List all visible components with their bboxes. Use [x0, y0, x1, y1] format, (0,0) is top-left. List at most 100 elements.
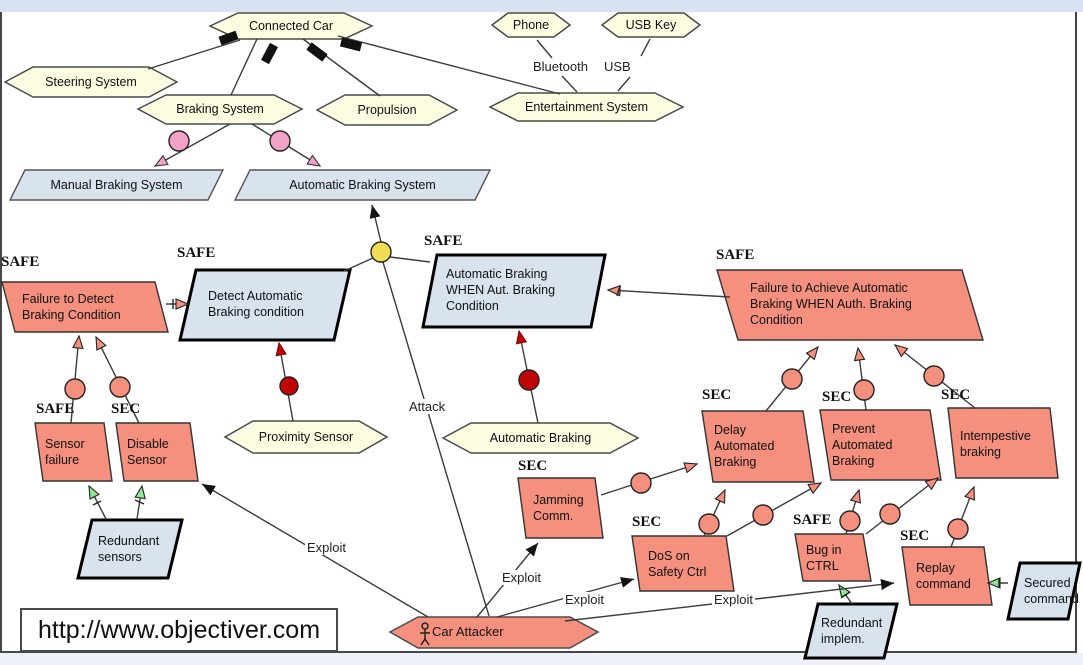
stereo-sec-disable: SEC — [111, 401, 141, 417]
obstruct-when — [606, 284, 731, 298]
link-phone-b — [561, 75, 578, 93]
node-sensor-failure[interactable]: Sensor failure — [45, 436, 85, 467]
and-circle — [947, 518, 969, 540]
node-steering-system[interactable]: Steering System — [45, 74, 137, 89]
stereo-sec-dos: SEC — [632, 514, 662, 530]
node-delay-braking[interactable]: Delay Automated Braking — [714, 422, 775, 470]
link-cc-entertainment — [337, 35, 561, 95]
agent-hexagons — [3, 12, 702, 649]
node-braking-when[interactable]: Automatic Braking WHEN Aut. Braking Cond… — [446, 266, 556, 314]
node-manual-braking[interactable]: Manual Braking System — [50, 177, 183, 192]
and-circle — [64, 378, 86, 400]
node-phone[interactable]: Phone — [512, 17, 550, 32]
link-cc-braking — [230, 38, 258, 96]
entertainment-shape — [488, 92, 685, 122]
node-propulsion[interactable]: Propulsion — [357, 102, 417, 117]
and-circle — [879, 503, 901, 525]
edge-label-attack: Attack — [407, 399, 448, 414]
attack-line — [382, 261, 490, 617]
top-strip — [0, 0, 1083, 12]
and-circle — [923, 365, 945, 387]
stereo-sec-delay: SEC — [702, 387, 732, 403]
stereo-sec-replay: SEC — [900, 528, 930, 544]
and-circle — [853, 379, 875, 401]
dos-safety-shape — [631, 535, 735, 592]
edge-label-exploit-4: Exploit — [712, 592, 756, 607]
node-entertainment-system[interactable]: Entertainment System — [525, 99, 648, 114]
ref-prevent-failure — [853, 346, 867, 411]
node-failure-detect[interactable]: Failure to Detect Braking Condition — [22, 291, 121, 322]
node-intempestive-braking[interactable]: Intempestive braking — [960, 428, 1031, 459]
intempestive-braking-shape — [947, 407, 1059, 479]
node-redundant-sensors[interactable]: Redundant sensors — [98, 533, 160, 564]
detect-condition-shape — [178, 268, 352, 342]
watermark-url: http://www.objectiver.com — [20, 608, 338, 652]
manual-braking-shape — [8, 169, 225, 201]
stereo-safe-failure-detect: SAFE — [1, 254, 40, 270]
node-replay-command[interactable]: Replay command — [916, 560, 971, 591]
sensor-failure-shape — [34, 422, 113, 482]
and-circle — [839, 510, 861, 532]
node-failure-achieve[interactable]: Failure to Achieve Automatic Braking WHE… — [750, 280, 912, 328]
car-attacker-shape — [388, 616, 600, 649]
automatic-braking-goal-shape — [233, 169, 492, 201]
node-redundant-implem[interactable]: Redundant implem. — [821, 615, 883, 646]
and-circle-red — [279, 376, 299, 396]
and-circle — [109, 376, 131, 398]
propulsion-shape — [315, 94, 459, 126]
braking-system-shape — [136, 94, 304, 125]
node-disable-sensor[interactable]: Disable Sensor — [127, 436, 169, 467]
ref-dos-prevent — [726, 482, 823, 537]
node-dos-safety[interactable]: DoS on Safety Ctrl — [648, 548, 707, 579]
edge-label-exploit-2: Exploit — [500, 570, 544, 585]
secured-command-shape — [1006, 561, 1082, 621]
node-braking-system[interactable]: Braking System — [176, 102, 264, 117]
and-circle — [752, 504, 774, 526]
node-proximity-sensor[interactable]: Proximity Sensor — [258, 429, 354, 444]
bug-ctrl-shape — [794, 533, 872, 582]
node-jamming[interactable]: Jamming Comm. — [533, 492, 584, 523]
automatic-braking-agent-shape — [441, 422, 640, 454]
and-circle — [698, 513, 720, 535]
node-usb-key[interactable]: USB Key — [625, 17, 677, 32]
junction-circles — [64, 130, 969, 540]
frame-bottom-edge — [0, 651, 1077, 653]
proximity-sensor-shape — [223, 420, 389, 454]
node-connected-car[interactable]: Connected Car — [248, 18, 334, 33]
disable-sensor-shape — [115, 422, 199, 482]
redundant-implem-shape — [803, 602, 899, 660]
goal-parallelograms — [8, 169, 492, 201]
edge-label-exploit-1: Exploit — [305, 540, 349, 555]
replay-command-shape — [901, 546, 993, 606]
node-prevent-braking[interactable]: Prevent Automated Braking — [832, 421, 893, 469]
tick-marks — [92, 285, 1000, 598]
obstacle-parallelograms — [1, 269, 1059, 606]
stereo-safe-detect: SAFE — [177, 245, 216, 261]
node-secured-command[interactable]: Secured command — [1024, 575, 1079, 606]
stereo-safe-failure-achieve: SAFE — [716, 247, 755, 263]
node-automatic-braking-agent[interactable]: Automatic Braking — [489, 430, 592, 445]
delay-braking-shape — [701, 410, 815, 483]
composition-marks — [218, 30, 363, 65]
and-circle-pink — [168, 130, 190, 152]
link-phone-a — [536, 39, 553, 59]
node-bug-ctrl[interactable]: Bug in CTRL — [806, 542, 842, 573]
ref-bug-intempestive — [865, 477, 940, 535]
failure-achieve-shape — [716, 269, 984, 341]
stereo-safe-sensor-failure: SAFE — [36, 401, 75, 417]
edge-label-exploit-3: Exploit — [563, 592, 607, 607]
redundant-sensors-shape — [76, 518, 184, 580]
and-circle — [630, 472, 652, 494]
stereo-sec-intempestive: SEC — [941, 387, 971, 403]
stereo-safe-bug: SAFE — [793, 512, 832, 528]
and-circle — [781, 368, 803, 390]
node-automatic-braking-goal[interactable]: Automatic Braking System — [289, 177, 436, 192]
node-car-attacker[interactable]: Car Attacker — [432, 623, 504, 639]
steering-shape — [3, 66, 179, 98]
requirement-parallelograms — [76, 253, 1082, 660]
prevent-braking-shape — [819, 409, 942, 481]
attacker-icon — [420, 622, 430, 646]
node-detect-condition[interactable]: Detect Automatic Braking condition — [208, 288, 304, 319]
and-circle-red — [518, 369, 540, 391]
